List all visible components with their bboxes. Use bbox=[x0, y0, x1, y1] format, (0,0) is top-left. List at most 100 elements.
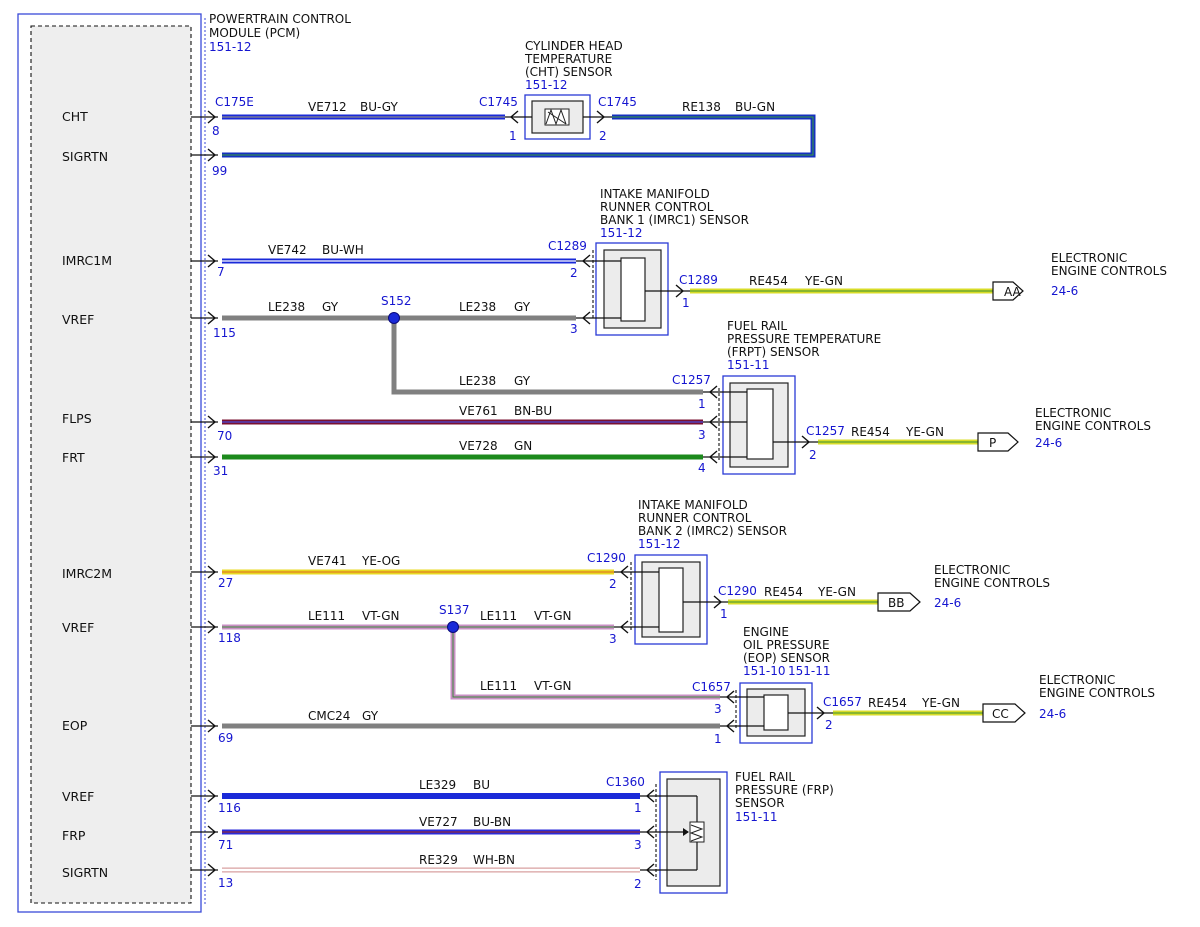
eop-pin-2: 2 bbox=[825, 718, 833, 732]
label-ve742-circuit: VE742 bbox=[268, 243, 307, 257]
eop-pin-3: 3 bbox=[714, 702, 722, 716]
imrc1-ref: 151-12 bbox=[600, 226, 643, 240]
imrc1-pin-3: 3 bbox=[570, 322, 578, 336]
label-re454-cc-color: YE-GN bbox=[921, 696, 960, 710]
frpt-sensor: FUEL RAIL PRESSURE TEMPERATURE (FRPT) SE… bbox=[672, 319, 881, 475]
flag-bb-text[interactable]: BB bbox=[888, 596, 904, 610]
label-le238-b-color: GY bbox=[514, 300, 531, 314]
dest-cc-ref[interactable]: 24-6 bbox=[1039, 707, 1066, 721]
label-le238-c-circuit: LE238 bbox=[459, 374, 496, 388]
frpt-pin-4: 4 bbox=[698, 461, 706, 475]
frpt-label-1: FUEL RAIL bbox=[727, 319, 787, 333]
label-le111-a-circuit: LE111 bbox=[308, 609, 345, 623]
pcm-module: POWERTRAIN CONTROL MODULE (PCM) 151-12 C… bbox=[17, 12, 351, 913]
imrc2-pin-1: 1 bbox=[720, 607, 728, 621]
eop-label-2: OIL PRESSURE bbox=[743, 638, 830, 652]
cht-connector-left: C1745 bbox=[479, 95, 518, 109]
cht-ref: 151-12 bbox=[525, 78, 568, 92]
label-re454-cc-circuit: RE454 bbox=[868, 696, 907, 710]
flag-aa-text[interactable]: AA bbox=[1004, 285, 1022, 299]
label-re329-circuit: RE329 bbox=[419, 853, 458, 867]
pcm-pin-31: 31 bbox=[213, 464, 228, 478]
label-ve741-color: YE-OG bbox=[361, 554, 400, 568]
flag-p-text[interactable]: P bbox=[989, 436, 996, 450]
thermistor-zigzag-icon bbox=[545, 108, 567, 126]
frpt-label-2: PRESSURE TEMPERATURE bbox=[727, 332, 881, 346]
cht-pin-2: 2 bbox=[599, 129, 607, 143]
frp-label-1: FUEL RAIL bbox=[735, 770, 795, 784]
pcm-name-1: POWERTRAIN CONTROL bbox=[209, 12, 351, 26]
destination-aa[interactable]: AA ELECTRONIC ENGINE CONTROLS 24-6 bbox=[992, 251, 1167, 301]
imrc2-pin1-arrow bbox=[713, 595, 723, 609]
wire-labels: VE712 BU-GY RE138 BU-GN VE742 BU-WH LE23… bbox=[268, 100, 960, 867]
imrc1-sensor: INTAKE MANIFOLD RUNNER CONTROL BANK 1 (I… bbox=[548, 187, 749, 336]
label-le238-a-color: GY bbox=[322, 300, 339, 314]
dest-aa-line1: ELECTRONIC bbox=[1051, 251, 1127, 265]
cht-connector-right: C1745 bbox=[598, 95, 637, 109]
dest-aa-ref[interactable]: 24-6 bbox=[1051, 284, 1078, 298]
dest-p-ref[interactable]: 24-6 bbox=[1035, 436, 1062, 450]
label-ve761-circuit: VE761 bbox=[459, 404, 498, 418]
dest-aa-line2: ENGINE CONTROLS bbox=[1051, 264, 1167, 278]
eop-pin-1: 1 bbox=[714, 732, 722, 746]
frp-pin-1: 1 bbox=[634, 801, 642, 815]
pcm-signal-imrc1m: IMRC1M bbox=[62, 253, 112, 268]
label-cmc24-circuit: CMC24 bbox=[308, 709, 350, 723]
flag-cc-shape[interactable] bbox=[982, 703, 1026, 723]
destination-bb[interactable]: BB ELECTRONIC ENGINE CONTROLS 24-6 bbox=[877, 563, 1050, 612]
dest-cc-line1: ELECTRONIC bbox=[1039, 673, 1115, 687]
imrc2-sensor: INTAKE MANIFOLD RUNNER CONTROL BANK 2 (I… bbox=[587, 498, 787, 646]
imrc1-label-1: INTAKE MANIFOLD bbox=[600, 187, 710, 201]
label-le111-b-circuit: LE111 bbox=[480, 609, 517, 623]
imrc1-pin1-arrow bbox=[675, 284, 685, 298]
cht-label-3: (CHT) SENSOR bbox=[525, 65, 613, 79]
pcm-pin-13: 13 bbox=[218, 876, 233, 890]
eop-pin3-arrow bbox=[725, 690, 735, 704]
imrc1-pin-2: 2 bbox=[570, 266, 578, 280]
pcm-pin-99: 99 bbox=[212, 164, 227, 178]
flag-bb-shape[interactable] bbox=[877, 592, 921, 612]
frp-connector: C1360 bbox=[606, 775, 645, 789]
imrc1-core bbox=[620, 257, 646, 322]
pcm-pin-8: 8 bbox=[212, 124, 220, 138]
output-wires bbox=[690, 288, 993, 716]
dest-bb-ref[interactable]: 24-6 bbox=[934, 596, 961, 610]
label-ve712-color: BU-GY bbox=[360, 100, 398, 114]
label-le111-c-color: VT-GN bbox=[534, 679, 571, 693]
destination-cc[interactable]: CC ELECTRONIC ENGINE CONTROLS 24-6 bbox=[982, 673, 1155, 723]
label-re454-p-circuit: RE454 bbox=[851, 425, 890, 439]
imrc2-pin-3: 3 bbox=[609, 632, 617, 646]
flag-p-shape[interactable] bbox=[977, 432, 1019, 452]
cht-pin2-arrow bbox=[596, 110, 606, 124]
pcm-signal-frt: FRT bbox=[62, 450, 85, 465]
frpt-pin-2: 2 bbox=[809, 448, 817, 462]
flag-aa-shape[interactable] bbox=[992, 281, 1024, 301]
eop-pin2-arrow bbox=[816, 706, 826, 720]
pcm-signal-imrc2m: IMRC2M bbox=[62, 566, 112, 581]
imrc1-label-3: BANK 1 (IMRC1) SENSOR bbox=[600, 213, 749, 227]
destination-p[interactable]: P ELECTRONIC ENGINE CONTROLS 24-6 bbox=[977, 406, 1151, 452]
wire-le111-branch-stripe bbox=[452, 627, 720, 698]
dest-p-line1: ELECTRONIC bbox=[1035, 406, 1111, 420]
pcm-pin-115: 115 bbox=[213, 326, 236, 340]
pcm-signal-frp: FRP bbox=[62, 828, 86, 843]
imrc2-pin2-arrow bbox=[619, 565, 629, 579]
label-ve728-color: GN bbox=[514, 439, 532, 453]
imrc1-connector-left: C1289 bbox=[548, 239, 587, 253]
pcm-pin-27: 27 bbox=[218, 576, 233, 590]
splice-s152-label: S152 bbox=[381, 294, 412, 308]
flag-cc-text[interactable]: CC bbox=[992, 707, 1009, 721]
eop-connector-right: C1657 bbox=[823, 695, 862, 709]
label-re138-color: BU-GN bbox=[735, 100, 775, 114]
imrc2-pin-2: 2 bbox=[609, 577, 617, 591]
frp-pin2-arrow bbox=[645, 863, 655, 877]
pcm-pin-116: 116 bbox=[218, 801, 241, 815]
pcm-ref: 151-12 bbox=[209, 40, 252, 54]
label-re454-aa-color: YE-GN bbox=[804, 274, 843, 288]
frpt-pin4-arrow bbox=[708, 450, 718, 464]
frp-label-2: PRESSURE (FRP) bbox=[735, 783, 834, 797]
frpt-ref: 151-11 bbox=[727, 358, 770, 372]
imrc1-pin2-arrow bbox=[581, 254, 591, 268]
frpt-pin-1: 1 bbox=[698, 397, 706, 411]
